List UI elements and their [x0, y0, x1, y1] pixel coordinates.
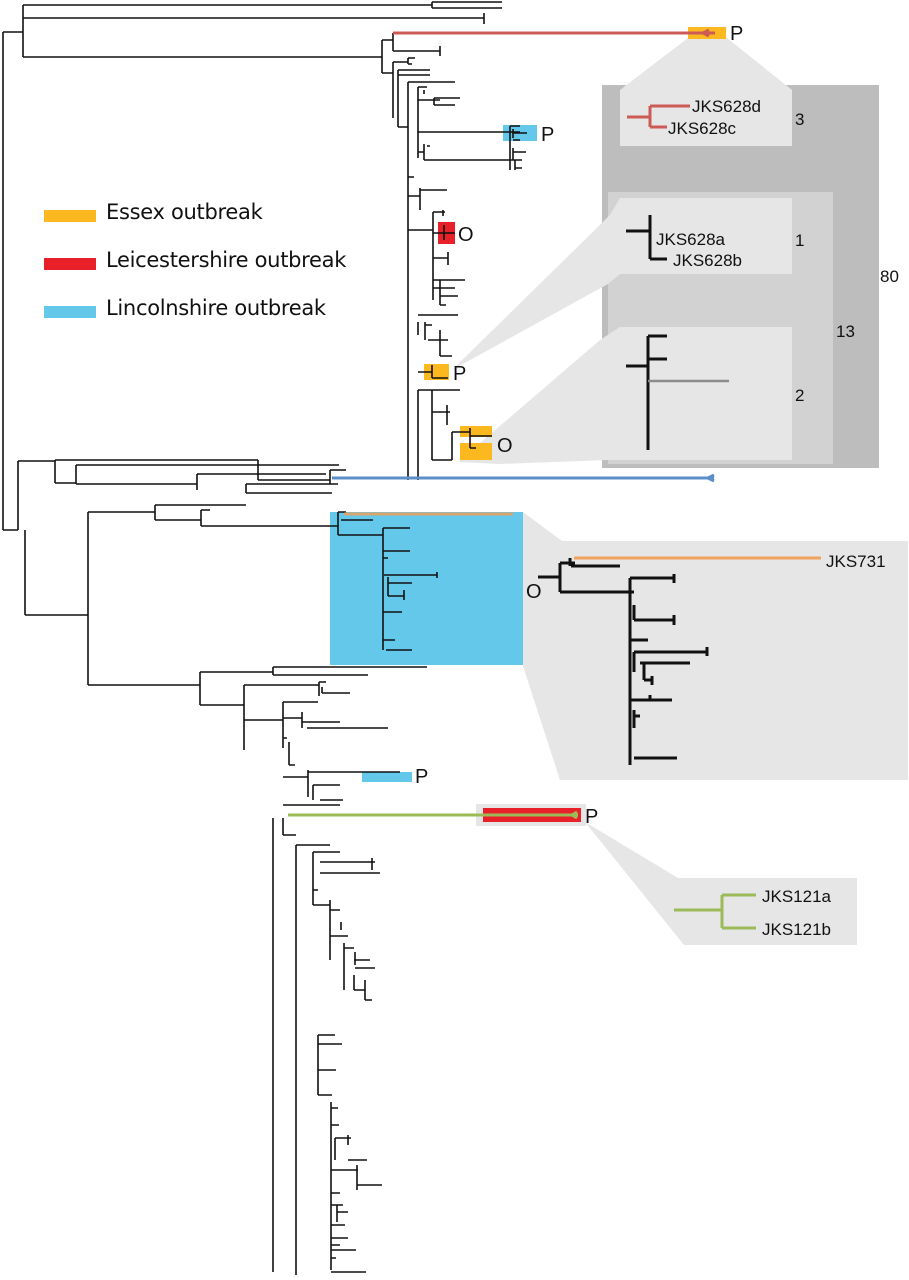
tree-branch-group-18: [272, 818, 380, 1275]
callout-top: [620, 38, 792, 146]
tree-branch-group-6: [408, 210, 465, 306]
inset-tree-jks628dc: [627, 104, 690, 129]
label-jks628c: JKS628c: [668, 119, 737, 138]
inset-tree-bottom: [626, 334, 667, 450]
label-jks628d: JKS628d: [692, 97, 761, 116]
legend-swatch-lincolnshire: [44, 306, 96, 318]
tree-branch-group-9: [417, 389, 492, 480]
marker-p-5: P: [585, 806, 598, 828]
callout-jks121: [585, 822, 857, 945]
marker-o-3: O: [526, 581, 542, 603]
tree-branch-group-16: [283, 712, 388, 766]
marker-o-2: O: [497, 435, 513, 457]
colored-lineages: [288, 28, 715, 820]
inset-tree-jks121: [674, 893, 756, 930]
tree-branch-group-7: [417, 314, 458, 357]
legend-swatch-leicestershire: [44, 258, 96, 270]
tree-branch-group-11: [55, 464, 339, 494]
lineage-jks121: [288, 810, 578, 820]
highlight-lincolnshire-clade: [330, 512, 523, 665]
lineage-jks628: [393, 28, 715, 38]
tree-branch-group-3: [407, 81, 527, 480]
tree-branch-group-1: [2, 1, 502, 530]
marker-p-4: P: [415, 766, 428, 788]
tree-branch-group-5: [408, 176, 447, 210]
callout-bottom: [458, 327, 792, 464]
callout-jks731: [523, 512, 908, 780]
tree-branch-group-19: [329, 900, 375, 1001]
main-tree: [2, 1, 527, 1275]
count-3: 3: [795, 110, 804, 129]
inset-tree-jks628ab: [626, 215, 667, 261]
label-jks628b: JKS628b: [673, 251, 742, 270]
jks628-inset-content: JKS628d JKS628c 3 JKS628a JKS628b 1 2 13…: [626, 97, 899, 450]
label-jks628a: JKS628a: [656, 230, 726, 249]
label-jks121a: JKS121a: [762, 887, 832, 906]
legend-swatch-essex: [44, 210, 96, 222]
tree-branch-group-20: [317, 1034, 382, 1270]
marker-p-1: P: [730, 23, 743, 45]
label-jks731: JKS731: [826, 552, 886, 571]
label-jks121b: JKS121b: [762, 920, 831, 939]
callout-mid: [452, 198, 792, 370]
highlight-essex-p: [424, 364, 449, 380]
highlight-essex-o1: [460, 426, 492, 437]
tree-branch-group-17: [283, 770, 400, 806]
outbreak-highlights: [330, 27, 726, 826]
count-13: 13: [836, 322, 855, 341]
tree-branch-group-4: [509, 125, 526, 170]
tree-branch-group-8: [418, 365, 448, 379]
tree-branch-group-10: [3, 459, 346, 531]
legend-label: Essex outbreak: [106, 200, 263, 224]
tree-branch-group-2: [381, 33, 441, 128]
jks731-inset-content: [538, 556, 821, 765]
tree-branch-group-15: [244, 681, 350, 748]
highlight-essex-o2: [460, 443, 492, 460]
marker-p-3: P: [453, 363, 466, 385]
count-1: 1: [795, 231, 804, 250]
count-2: 2: [795, 386, 804, 405]
tree-branch-group-14: [88, 666, 427, 750]
tree-branch-group-21: [331, 1192, 366, 1273]
highlight-lincolnshire-2: [362, 772, 412, 782]
count-80: 80: [880, 267, 899, 286]
jks628-inset-group: [452, 38, 879, 468]
legend-label: Lincolnshire outbreak: [106, 296, 326, 320]
lineage-blue: [332, 473, 715, 483]
marker-p-2: P: [541, 124, 554, 146]
tree-branch-group-12: [24, 504, 338, 685]
legend-label: Leicestershire outbreak: [106, 248, 347, 272]
markers: P P O P O O P P: [415, 23, 743, 828]
tree-branch-group-13: [337, 511, 438, 651]
marker-o-1: O: [458, 224, 474, 246]
